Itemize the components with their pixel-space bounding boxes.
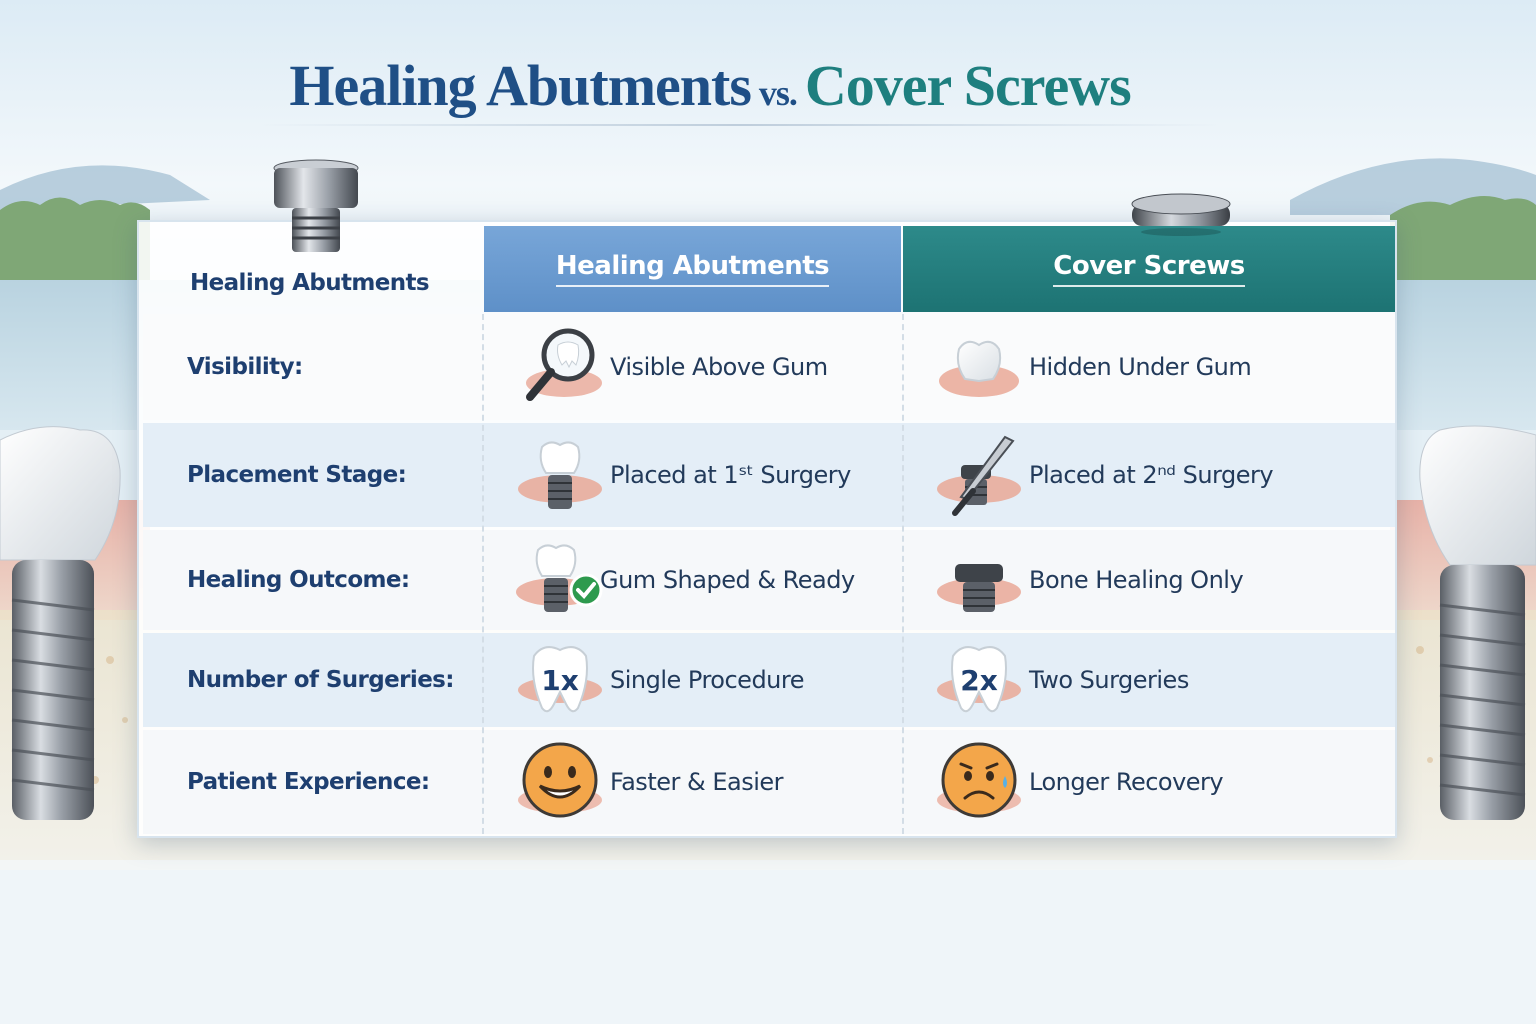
title-vs: vs. — [758, 73, 798, 113]
magnifier-tooth-icon — [526, 328, 602, 401]
cover-screw-icon — [937, 564, 1021, 612]
column-header-cover-screws: Cover Screws — [903, 226, 1395, 312]
row-band — [143, 730, 1395, 834]
cell-text: Hidden Under Gum — [1029, 353, 1252, 381]
row-band — [143, 314, 1395, 420]
cell-placement-cover-screw: Placed at 2ⁿᵈ Surgery — [903, 423, 1395, 527]
implant-crown-icon — [518, 441, 602, 509]
tooth-1x-icon: 1x — [518, 646, 602, 713]
cell-experience-cover-screw: Longer Recovery — [903, 730, 1395, 834]
implant-check-icon — [516, 544, 603, 612]
row-label-healing-outcome: Healing Outcome: — [187, 567, 410, 593]
column-divider — [902, 314, 904, 834]
cell-surgeries-cover-screw: 2x Two Surgeries — [903, 633, 1395, 727]
row-label-patient-experience: Patient Experience: — [187, 769, 430, 795]
cell-text: Longer Recovery — [1029, 768, 1224, 796]
tooth-2x-icon: 2x — [937, 646, 1021, 713]
scalpel-implant-icon — [937, 435, 1021, 516]
column-divider — [482, 314, 484, 834]
row-band — [143, 423, 1395, 527]
row-label-visibility: Visibility: — [187, 354, 303, 380]
cell-text: Placed at 1ˢᵗ Surgery — [610, 461, 851, 489]
corner-header-label: Healing Abutments — [189, 270, 430, 296]
row-label-placement-stage: Placement Stage: — [187, 462, 407, 488]
row-band — [143, 633, 1395, 727]
comparison-table: Healing Abutments Healing Abutments Cove… — [137, 220, 1397, 838]
column-header-label: Cover Screws — [1053, 251, 1245, 287]
tooth-in-gum-icon — [939, 340, 1019, 397]
cell-text: Faster & Easier — [610, 768, 784, 796]
cell-experience-abutment: Faster & Easier — [484, 730, 901, 834]
title-part-cover-screws: Cover Screws — [804, 53, 1132, 118]
cell-text: Placed at 2ⁿᵈ Surgery — [1029, 461, 1274, 489]
happy-face-icon — [518, 742, 602, 818]
cell-text: Visible Above Gum — [610, 353, 828, 381]
cell-outcome-abutment: Gum Shaped & Ready — [484, 530, 901, 630]
cell-text: Bone Healing Only — [1029, 566, 1244, 594]
healing-abutment-icon — [273, 159, 359, 252]
title-divider — [260, 124, 1220, 126]
title-part-abutments: Healing Abutments — [289, 53, 752, 118]
cell-text: Two Surgeries — [1029, 666, 1189, 694]
row-band — [143, 530, 1395, 630]
cell-text: Gum Shaped & Ready — [600, 566, 855, 594]
cell-text: Single Procedure — [610, 666, 805, 694]
cover-screw-disc-icon — [1131, 193, 1231, 236]
cell-surgeries-abutment: 1x Single Procedure — [484, 633, 901, 727]
cell-placement-abutment: Placed at 1ˢᵗ Surgery — [484, 423, 901, 527]
column-header-label: Healing Abutments — [555, 251, 830, 287]
sad-face-icon — [937, 742, 1021, 818]
badge-2x: 2x — [960, 664, 998, 697]
cell-visibility-abutment: Visible Above Gum — [484, 314, 901, 420]
badge-1x: 1x — [541, 664, 579, 697]
cell-visibility-cover-screw: Hidden Under Gum — [903, 314, 1395, 420]
column-header-healing-abutments: Healing Abutments — [484, 226, 901, 312]
cell-outcome-cover-screw: Bone Healing Only — [903, 530, 1395, 630]
row-label-number-of-surgeries: Number of Surgeries: — [187, 667, 454, 693]
